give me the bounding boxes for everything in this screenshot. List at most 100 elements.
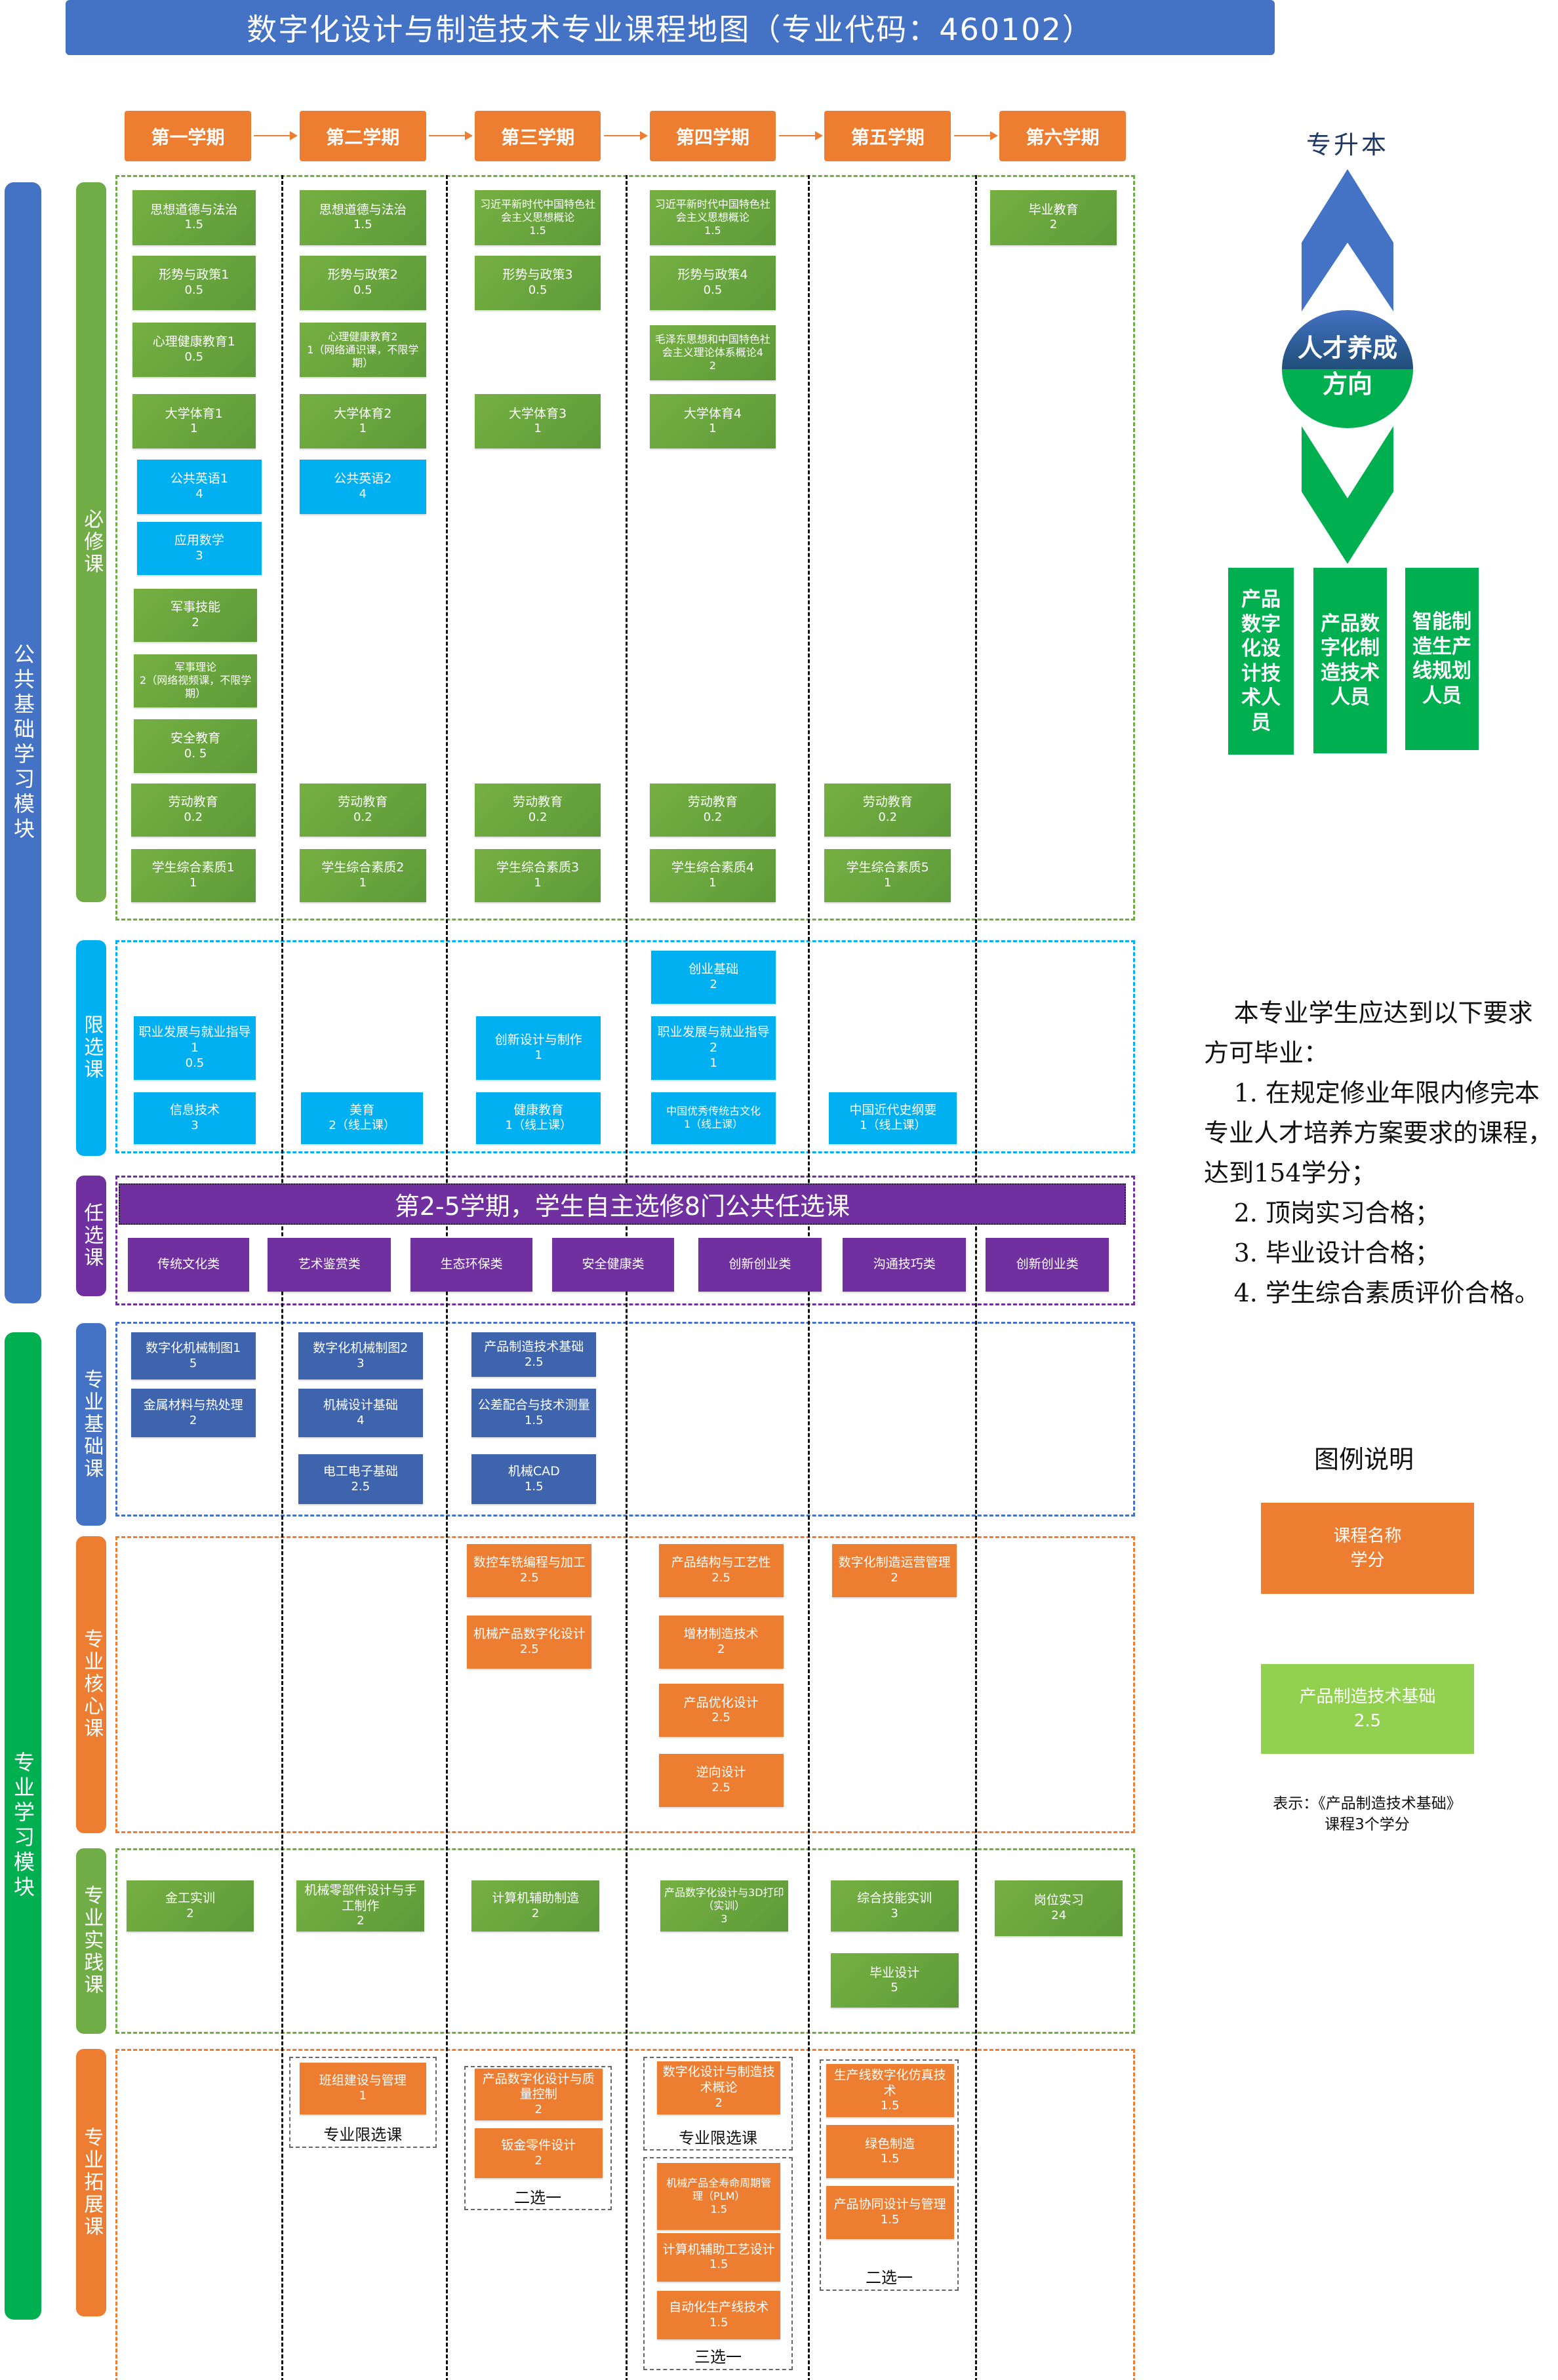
- course-credit: 2.5: [711, 1571, 730, 1585]
- requirement-item: 4. 学生综合素质评价合格。: [1233, 1279, 1540, 1307]
- course-name: 美育: [350, 1103, 375, 1118]
- course-name: 创新创业类: [729, 1257, 791, 1272]
- legend-sample-name: 课程名称: [1333, 1526, 1402, 1547]
- choice-group-label: 专业限选课: [679, 2129, 758, 2148]
- course-name: 安全健康类: [582, 1257, 645, 1272]
- choice-group-label: 二选一: [514, 2188, 562, 2207]
- course-name: 金属材料与热处理: [143, 1398, 243, 1413]
- section-frame: [115, 174, 1135, 921]
- course-credit: 1（网络通识课，不限学期）: [307, 343, 419, 369]
- course-name: 学生综合素质3: [496, 860, 580, 875]
- course-name: 应用数学: [174, 533, 224, 548]
- legend-title: 图例说明: [1313, 1445, 1414, 1474]
- course-name: 学生综合素质5: [846, 860, 929, 875]
- course-name: 产品数字化设计与3D打印（实训）: [664, 1886, 784, 1912]
- course-card: 安全健康类: [552, 1238, 674, 1292]
- course-credit: 2: [534, 2153, 542, 2168]
- course-name: 公共英语2: [334, 471, 392, 486]
- section-frame: [115, 2049, 1135, 2380]
- course-credit: 0.5: [185, 1056, 205, 1070]
- course-name: 思想道德与法治: [319, 202, 407, 217]
- section-label: 任选课: [76, 1176, 107, 1296]
- semester-header-2: 第二学期: [300, 111, 426, 161]
- course-credit: 1.5: [710, 2203, 727, 2216]
- course-credit: 0.5: [184, 283, 204, 298]
- course-credit: 1（线上课）: [505, 1118, 572, 1132]
- course-credit: 2: [186, 1906, 194, 1920]
- course-credit: 1: [709, 422, 717, 436]
- course-name: 自动化生产线技术: [669, 2299, 769, 2314]
- course-name: 创新设计与制作: [494, 1033, 582, 1048]
- course-name: 信息技术: [169, 1103, 220, 1118]
- section-label: 专业拓展课: [76, 2049, 107, 2317]
- legend-note-line1: 表示：《产品制造技术基础》: [1273, 1795, 1462, 1812]
- module-professional: 专业学习模块: [5, 1332, 41, 2320]
- course-credit: 0.2: [703, 810, 723, 825]
- course-name: 钣金零件设计: [501, 2137, 576, 2152]
- course-credit: 1.5: [353, 218, 372, 232]
- legend-note-line2: 课程3个学分: [1325, 1816, 1410, 1834]
- choice-group-label: 三选一: [694, 2348, 742, 2367]
- section-frame: [115, 1322, 1135, 1517]
- course-name: 数字化机械制图1: [146, 1341, 241, 1356]
- course-credit: 2: [709, 359, 716, 372]
- course-credit: 1.5: [184, 218, 204, 232]
- course-credit: 1.5: [709, 2257, 729, 2272]
- role-production-line-planner: 智能制造生产线规划人员: [1405, 568, 1479, 750]
- course-name: 大学体育2: [334, 406, 392, 421]
- course-card: 传统文化类: [127, 1238, 250, 1292]
- course-name: 劳动教育: [168, 795, 218, 810]
- course-credit: 4: [195, 487, 203, 501]
- course-credit: 0.2: [353, 810, 372, 825]
- course-credit: 5: [189, 1356, 197, 1370]
- course-credit: 2: [715, 2095, 723, 2110]
- course-credit: 3: [191, 1118, 199, 1132]
- course-credit: 1: [883, 875, 892, 890]
- course-credit: 2: [709, 978, 717, 992]
- course-credit: 2.5: [520, 1642, 539, 1657]
- course-credit: 1: [534, 875, 542, 890]
- course-credit: 2: [531, 1906, 540, 1920]
- course-name: 金工实训: [165, 1890, 215, 1905]
- section-frame: [115, 1176, 1135, 1305]
- course-credit: 1: [189, 875, 197, 890]
- course-name: 劳动教育: [862, 795, 913, 810]
- course-name: 生态环保类: [440, 1257, 503, 1272]
- course-name: 产品结构与工艺性: [671, 1555, 771, 1570]
- legend-example-name: 产品制造技术基础: [1299, 1687, 1436, 1707]
- page-title: 数字化设计与制造技术专业课程地图（专业代码：460102）: [66, 0, 1275, 55]
- course-credit: 1: [359, 422, 367, 436]
- course-name: 机械设计基础: [323, 1398, 398, 1413]
- course-credit: 1.5: [704, 224, 721, 237]
- course-name: 健康教育: [513, 1103, 564, 1118]
- direction-ellipse: [1282, 310, 1413, 428]
- course-credit: 4: [357, 1413, 365, 1427]
- course-credit: 1.5: [709, 2315, 729, 2330]
- course-name: 形势与政策3: [502, 268, 573, 283]
